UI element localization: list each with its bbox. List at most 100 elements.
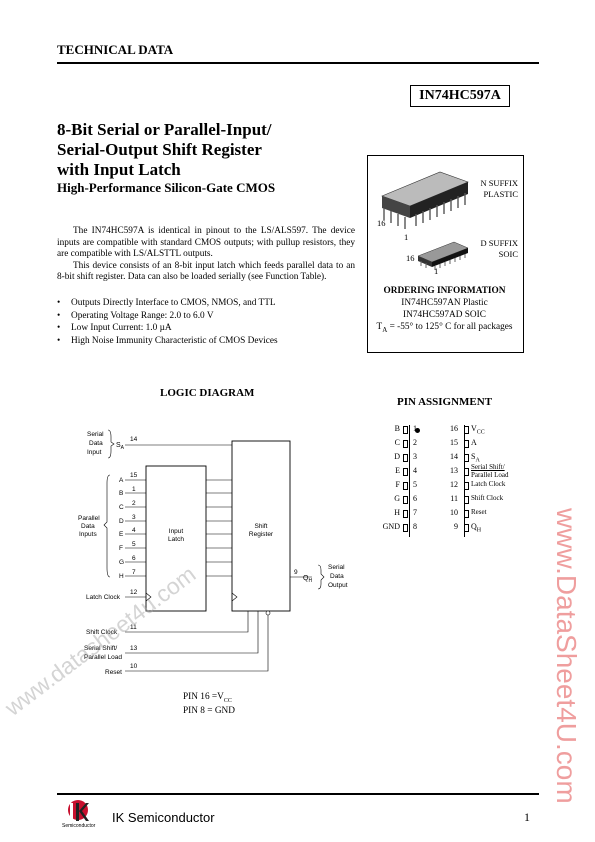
input-d: D bbox=[119, 518, 124, 525]
right-pin-name: SA bbox=[471, 452, 480, 464]
right-pin-number: 12 bbox=[450, 480, 458, 489]
sa-label: SA bbox=[116, 442, 125, 451]
serial-input-label-3: Input bbox=[87, 449, 102, 456]
reset-pin: 10 bbox=[130, 663, 138, 670]
input-a: A bbox=[119, 477, 124, 484]
pin-stub bbox=[464, 454, 469, 462]
title-line-1: 8-Bit Serial or Parallel-Input/ bbox=[57, 120, 272, 139]
part-number-box: IN74HC597A bbox=[410, 85, 510, 107]
description: The IN74HC597A is identical in pinout to… bbox=[57, 226, 355, 284]
feature-item: Low Input Current: 1.0 µA bbox=[57, 322, 357, 335]
d-suffix-label: D SUFFIX SOIC bbox=[463, 238, 518, 260]
parallel-input-label-1: Parallel bbox=[78, 515, 100, 522]
right-pin-name: QH bbox=[471, 522, 482, 534]
input-h: H bbox=[119, 573, 124, 580]
description-paragraph-2: This device consists of an 8-bit input l… bbox=[57, 260, 355, 283]
left-pin-name: G bbox=[394, 494, 400, 503]
section-header: TECHNICAL DATA bbox=[57, 42, 174, 57]
left-pin-name: D bbox=[394, 452, 400, 461]
output-pin: 9 bbox=[294, 569, 298, 576]
pin-c: 2 bbox=[132, 500, 136, 507]
d-suffix: D SUFFIX bbox=[480, 238, 518, 248]
right-pin-name: A bbox=[471, 438, 477, 447]
pin-stub bbox=[464, 426, 469, 434]
feature-item: Outputs Directly Interface to CMOS, NMOS… bbox=[57, 297, 357, 310]
side-watermark: www.DataSheet4U.com bbox=[551, 508, 582, 804]
left-pin-number: 8 bbox=[413, 522, 417, 531]
d-pin16-label: 16 bbox=[406, 253, 415, 263]
pin-stub bbox=[403, 426, 408, 434]
pin-stub bbox=[464, 524, 469, 532]
pin-stub bbox=[403, 454, 408, 462]
soic-package-image bbox=[417, 241, 469, 270]
power-pin-notes: PIN 16 =VCC PIN 8 = GND bbox=[183, 692, 235, 716]
right-pin-number: 9 bbox=[454, 522, 458, 531]
ik-logo-icon bbox=[68, 800, 89, 821]
output-label-1: Serial bbox=[328, 564, 345, 571]
input-g: G bbox=[119, 559, 124, 566]
reset-inversion-bubble bbox=[265, 610, 271, 616]
logo-caption: Semiconductor bbox=[62, 823, 96, 829]
right-pin-number: 10 bbox=[450, 508, 458, 517]
description-paragraph-1: The IN74HC597A is identical in pinout to… bbox=[57, 226, 355, 260]
output-label-2: Data bbox=[330, 573, 344, 580]
package-box: N SUFFIX PLASTIC D SUFFIX SOIC 16 1 16 1 bbox=[367, 155, 524, 353]
pin-stub bbox=[403, 524, 408, 532]
gnd-note: PIN 8 = GND bbox=[183, 705, 235, 716]
parallel-input-letters: A B C D E F G H bbox=[119, 477, 124, 580]
left-pin-number: 1 bbox=[413, 424, 417, 433]
pin-d: 3 bbox=[132, 514, 136, 521]
title-line-2: Serial-Output Shift Register bbox=[57, 140, 262, 159]
left-pin-name: E bbox=[395, 466, 400, 475]
ordering-title: ORDERING INFORMATION bbox=[383, 286, 506, 296]
latch-clock-label: Latch Clock bbox=[86, 594, 121, 601]
feature-list: Outputs Directly Interface to CMOS, NMOS… bbox=[57, 297, 357, 347]
pin-stub bbox=[464, 440, 469, 448]
pin-stub bbox=[403, 496, 408, 504]
output-label-3: Output bbox=[328, 582, 348, 589]
right-pin-number: 14 bbox=[450, 452, 458, 461]
shift-register-label-2: Register bbox=[249, 531, 274, 538]
serial-input-label-1: Serial bbox=[87, 431, 104, 438]
package-illustrations bbox=[381, 171, 469, 270]
company-logo: Semiconductor bbox=[60, 798, 106, 832]
logic-diagram-title: LOGIC DIAGRAM bbox=[160, 387, 255, 399]
n-suffix-label: N SUFFIX PLASTIC bbox=[463, 178, 518, 200]
pin-assignment-title: PIN ASSIGNMENT bbox=[397, 396, 493, 408]
ordering-information: ORDERING INFORMATION IN74HC597AN Plastic… bbox=[367, 285, 522, 336]
document-subtitle: High-Performance Silicon-Gate CMOS bbox=[57, 180, 276, 195]
page-number: 1 bbox=[524, 810, 530, 824]
vcc-note: PIN 16 =VCC bbox=[183, 692, 232, 704]
left-pin-number: 3 bbox=[413, 452, 417, 461]
parallel-input-label-3: Inputs bbox=[79, 531, 97, 538]
left-pin-name: F bbox=[395, 480, 400, 489]
serial-shift-label-2: Parallel Load bbox=[84, 654, 122, 661]
pin-stub bbox=[403, 468, 408, 476]
pin-g: 6 bbox=[132, 555, 136, 562]
parallel-input-lines bbox=[125, 479, 146, 577]
latch-to-register-lines bbox=[206, 479, 232, 577]
n-suffix: N SUFFIX bbox=[480, 178, 518, 188]
right-pin-number: 15 bbox=[450, 438, 458, 447]
company-name: IK Semiconductor bbox=[112, 810, 215, 825]
chip-outline bbox=[409, 425, 465, 537]
pin-stub bbox=[403, 482, 408, 490]
latch-clock-pin: 12 bbox=[130, 589, 138, 596]
output-name: QH bbox=[303, 575, 312, 584]
left-pin-number: 6 bbox=[413, 494, 417, 503]
input-c: C bbox=[119, 504, 124, 511]
shift-register-label-1: Shift bbox=[254, 523, 267, 530]
left-pin-number: 2 bbox=[413, 438, 417, 447]
pin-stub bbox=[403, 440, 408, 448]
pin-stub bbox=[464, 510, 469, 518]
top-rule bbox=[57, 62, 539, 64]
left-pin-name: B bbox=[394, 424, 400, 433]
right-pin-number: 16 bbox=[450, 424, 458, 433]
pin1-indicator-icon bbox=[415, 428, 420, 433]
right-pin-name: Serial Shift/Parallel Load bbox=[471, 463, 509, 479]
ordering-line-1: IN74HC597AN Plastic bbox=[401, 298, 488, 308]
title-line-3: with Input Latch bbox=[57, 160, 181, 179]
input-f: F bbox=[119, 545, 123, 552]
pin-stub bbox=[464, 496, 469, 504]
